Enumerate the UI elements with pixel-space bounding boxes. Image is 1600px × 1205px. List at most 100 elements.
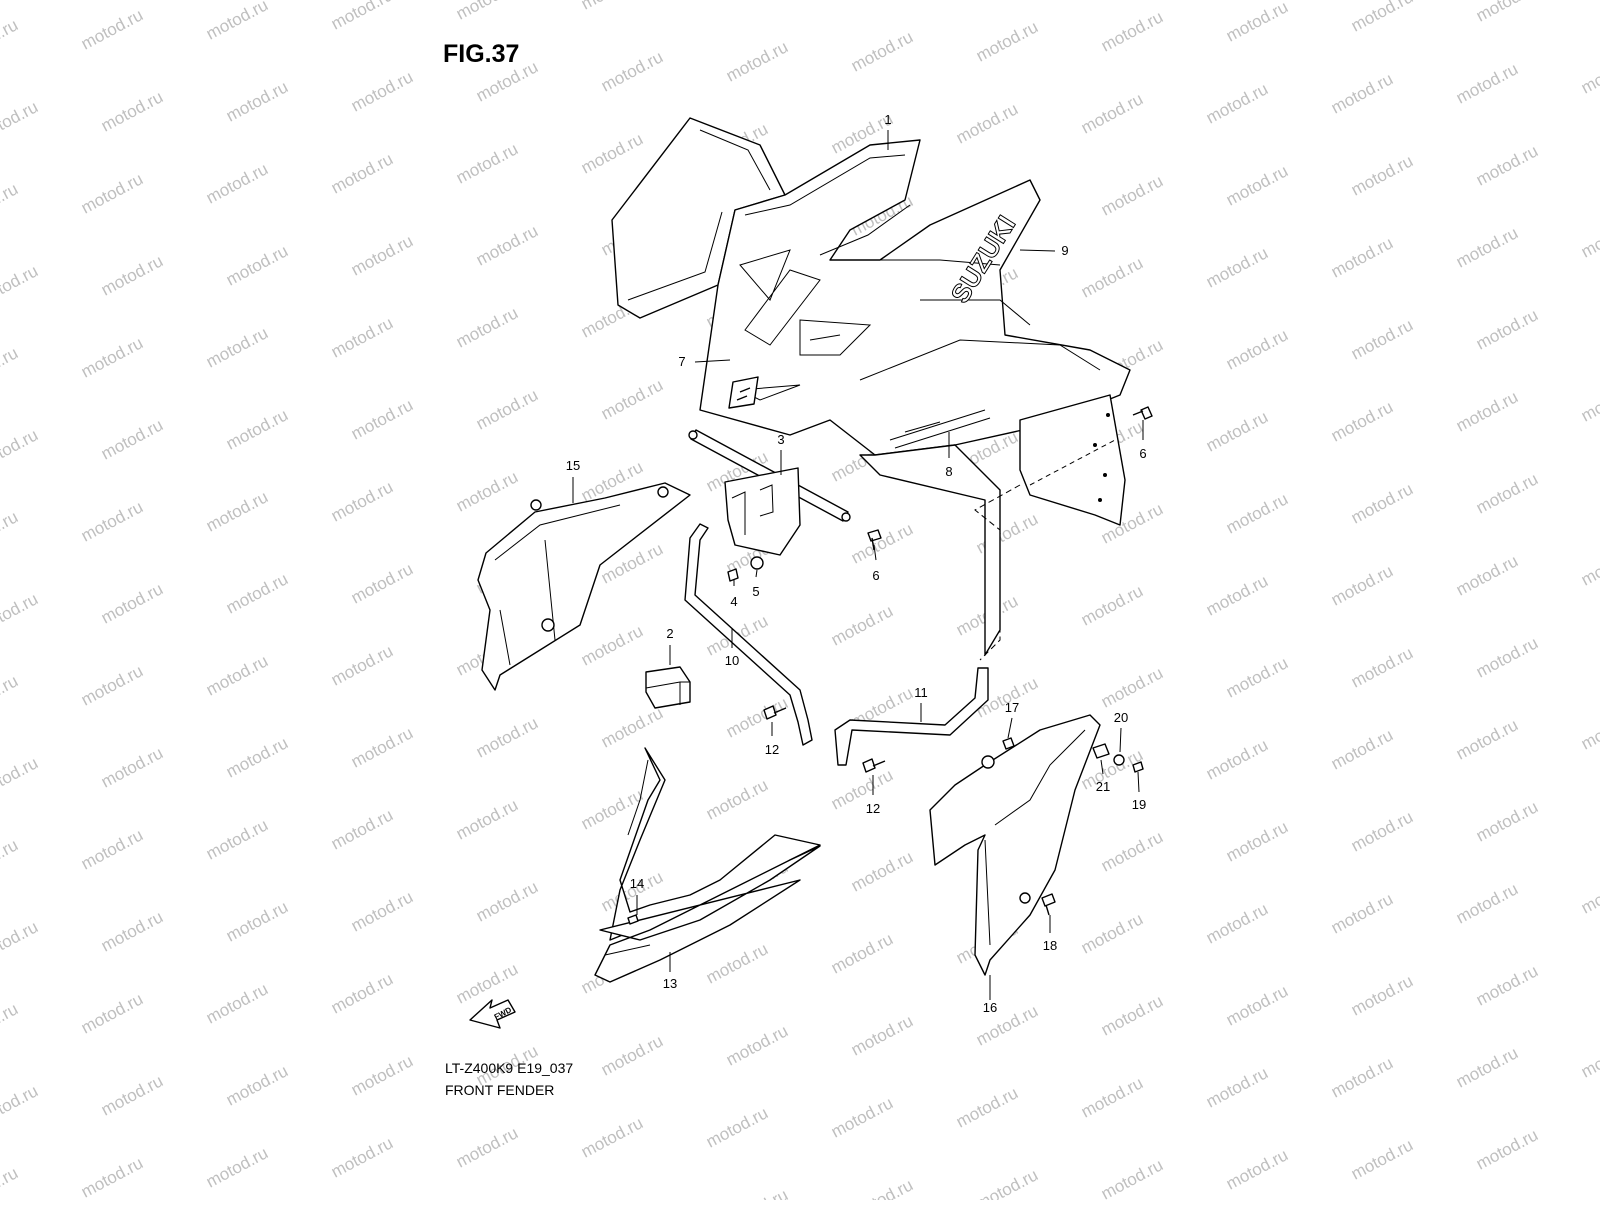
watermark-text: motod.ru — [223, 77, 291, 125]
watermark-text: motod.ru — [703, 0, 771, 4]
watermark-text: motod.ru — [1473, 1125, 1541, 1173]
watermark-text: motod.ru — [0, 343, 21, 391]
watermark-text: motod.ru — [1203, 407, 1271, 455]
watermark-text: motod.ru — [203, 1143, 271, 1191]
watermark-text: motod.ru — [98, 1071, 166, 1119]
watermark-text: motod.ru — [1203, 79, 1271, 127]
watermark-text: motod.ru — [473, 713, 541, 761]
watermark-text: motod.ru — [328, 969, 396, 1017]
callout-leader-line — [1100, 759, 1104, 775]
watermark-text: motod.ru — [473, 385, 541, 433]
part-bracket — [724, 467, 801, 556]
callout-number-18: 18 — [1043, 938, 1057, 953]
watermark-text: motod.ru — [1328, 69, 1396, 117]
watermark-text: motod.ru — [453, 959, 521, 1007]
watermark-text: motod.ru — [953, 99, 1021, 147]
watermark-text: motod.ru — [98, 907, 166, 955]
fender-decal — [889, 409, 991, 449]
watermark-text: motod.ru — [1473, 469, 1541, 517]
callout-number-5: 5 — [752, 584, 759, 599]
watermark-text: motod.ru — [1223, 489, 1291, 537]
watermark-text: motod.ru — [828, 765, 896, 813]
callout-number-6: 6 — [872, 568, 879, 583]
watermark-text: motod.ru — [1348, 643, 1416, 691]
watermark-text: motod.ru — [203, 323, 271, 371]
watermark-text: motod.ru — [203, 159, 271, 207]
watermark-text: motod.ru — [78, 333, 146, 381]
watermark-text: motod.ru — [348, 67, 416, 115]
callout-number-15: 15 — [566, 458, 580, 473]
callout-number-1: 1 — [884, 112, 891, 127]
watermark-text: motod.ru — [953, 1083, 1021, 1131]
watermark-text: motod.ru — [598, 375, 666, 423]
watermark-text: motod.ru — [723, 693, 791, 741]
watermark-text: motod.ru — [578, 0, 646, 14]
callout-leader-line — [694, 359, 731, 363]
watermark-text: motod.ru — [703, 939, 771, 987]
watermark-text: motod.ru — [348, 395, 416, 443]
watermark-text: motod.ru — [1453, 879, 1521, 927]
watermark-text: motod.ru — [1453, 387, 1521, 435]
watermark-text: motod.ru — [1348, 151, 1416, 199]
watermark-text: motod.ru — [848, 1011, 916, 1059]
watermark-text: motod.ru — [78, 989, 146, 1037]
watermark-text: motod.ru — [703, 775, 771, 823]
watermark-text: motod.ru — [1473, 797, 1541, 845]
part-lower-cover — [594, 747, 821, 983]
callout-number-20: 20 — [1114, 710, 1128, 725]
watermark-text: motod.ru — [78, 825, 146, 873]
callout-number-12: 12 — [866, 801, 880, 816]
watermark-text: motod.ru — [578, 129, 646, 177]
watermark-text: motod.ru — [723, 1185, 791, 1200]
callout-number-12: 12 — [765, 742, 779, 757]
watermark-text: motod.ru — [328, 805, 396, 853]
watermark-text: motod.ru — [848, 847, 916, 895]
callout-leader-line — [1007, 717, 1013, 739]
watermark-text: motod.ru — [828, 601, 896, 649]
watermark-text: motod.ru — [1578, 213, 1600, 261]
watermark-text: motod.ru — [1328, 233, 1396, 281]
watermark-text: motod.ru — [473, 221, 541, 269]
watermark-text: motod.ru — [1453, 551, 1521, 599]
watermark-text: motod.ru — [703, 1103, 771, 1151]
watermark-text: motod.ru — [1578, 869, 1600, 917]
watermark-text: motod.ru — [578, 785, 646, 833]
forward-direction-arrow-icon: FWD — [469, 999, 516, 1029]
watermark-text: motod.ru — [98, 251, 166, 299]
callout-number-4: 4 — [730, 594, 737, 609]
watermark-text: motod.ru — [453, 1123, 521, 1171]
watermark-text: motod.ru — [1348, 479, 1416, 527]
watermark-text: motod.ru — [0, 507, 21, 555]
watermark-text: motod.ru — [453, 139, 521, 187]
figure-title: FIG.37 — [443, 40, 520, 68]
watermark-text: motod.ru — [1578, 49, 1600, 97]
watermark-text: motod.ru — [1098, 1155, 1166, 1200]
watermark-text: motod.ru — [1078, 581, 1146, 629]
watermark-text: motod.ru — [1328, 725, 1396, 773]
part-stay-left — [684, 523, 813, 746]
watermark-text: motod.ru — [78, 169, 146, 217]
watermark-text: motod.ru — [1473, 961, 1541, 1009]
watermark-text: motod.ru — [1348, 315, 1416, 363]
watermark-text: motod.ru — [1203, 735, 1271, 783]
watermark-text: motod.ru — [203, 651, 271, 699]
watermark-text: motod.ru — [598, 703, 666, 751]
watermark-text: motod.ru — [1223, 0, 1291, 46]
callout-number-17: 17 — [1005, 700, 1019, 715]
watermark-text: motod.ru — [973, 1165, 1041, 1200]
watermark-text: motod.ru — [1473, 0, 1541, 26]
watermark-text: motod.ru — [848, 27, 916, 75]
watermark-text: motod.ru — [203, 487, 271, 535]
watermark-text: motod.ru — [0, 261, 41, 309]
watermark-text: motod.ru — [1328, 397, 1396, 445]
watermark-text: motod.ru — [328, 313, 396, 361]
watermark-text: motod.ru — [328, 1133, 396, 1181]
watermark-text: motod.ru — [1453, 59, 1521, 107]
fasteners — [627, 406, 1153, 925]
watermark-text: motod.ru — [328, 0, 396, 34]
watermark-text: motod.ru — [0, 753, 41, 801]
watermark-text: motod.ru — [1223, 653, 1291, 701]
watermark-text: motod.ru — [1348, 1135, 1416, 1183]
s-emblem-decal — [728, 376, 759, 409]
